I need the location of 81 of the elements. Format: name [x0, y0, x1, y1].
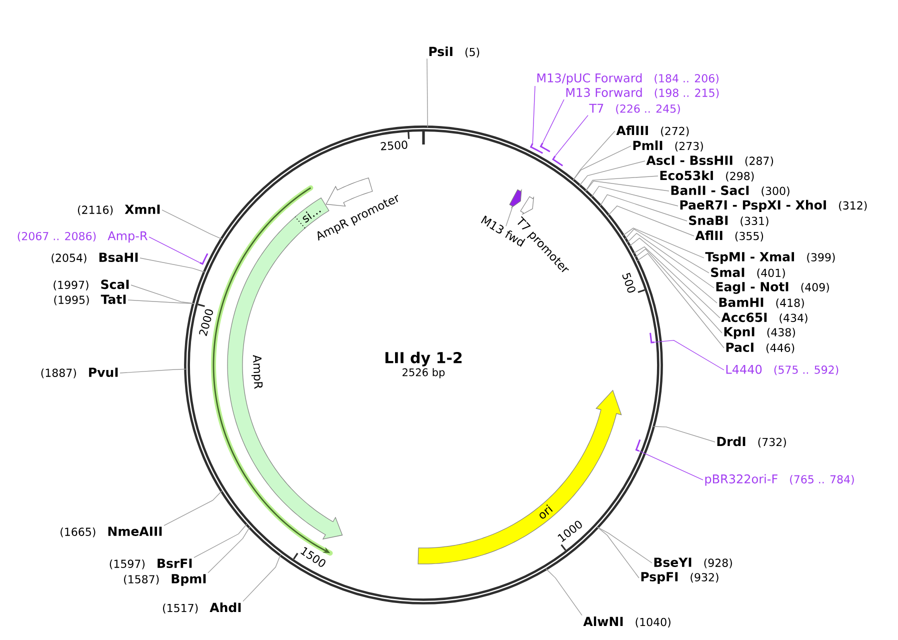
- leader-line: [600, 194, 688, 222]
- primer-site-mark: [552, 156, 564, 166]
- leader-line: [591, 186, 678, 206]
- site-label: BamHI (418): [719, 298, 804, 308]
- site-label: (1587) BpmI: [124, 574, 206, 586]
- site-label: KpnI (438): [724, 327, 795, 339]
- leader-line: [554, 114, 588, 156]
- site-label: (1665) NmeAIII: [60, 526, 162, 538]
- site-label: PsiI (5): [429, 46, 480, 58]
- site-label: (1995) TatI: [54, 294, 126, 306]
- leader-line: [194, 524, 248, 558]
- leader-line: [585, 176, 658, 192]
- site-label: PacI (446): [726, 342, 794, 354]
- leader-line: [585, 180, 670, 192]
- leader-line: [628, 238, 718, 304]
- site-label: AscI - BssHII (287): [646, 156, 774, 166]
- primer-site-mark: [530, 143, 544, 154]
- site-label: Eco53kI (298): [660, 170, 754, 182]
- leader-line: [636, 252, 724, 348]
- leader-line: [532, 86, 536, 144]
- site-label: (1597) BsrFI: [110, 558, 192, 570]
- primer-label: (2067 .. 2086) Amp-R: [18, 231, 148, 243]
- leader-line: [634, 248, 722, 334]
- site-label: BseYI (928): [654, 558, 732, 568]
- leader-line: [242, 554, 281, 602]
- primer-site-mark: [200, 253, 208, 265]
- leader-line: [162, 210, 222, 240]
- leader-line: [638, 450, 704, 480]
- site-label: TspMI - XmaI (399): [705, 252, 835, 264]
- site-label: (1517) AhdI: [163, 602, 241, 614]
- leader-line: [572, 146, 632, 181]
- leader-line: [596, 526, 652, 564]
- tick-label: 500: [622, 272, 636, 293]
- leader-line: [426, 58, 428, 128]
- leader-line: [542, 99, 564, 144]
- site-label: (1997) ScaI: [54, 280, 129, 290]
- leader-line: [632, 246, 720, 318]
- leader-line: [506, 207, 513, 227]
- primer-site-mark: [635, 439, 641, 452]
- leader-line: [608, 206, 694, 236]
- site-label: SmaI (401): [711, 268, 785, 278]
- primer-label: M13 Forward (198 .. 215): [566, 88, 719, 98]
- site-label: (1887) PvuI: [41, 368, 118, 378]
- leader-line: [572, 130, 616, 181]
- site-label: AlwNI (1040): [583, 616, 670, 628]
- leader-line: [654, 340, 724, 370]
- site-label: (2054) BsaHI: [52, 252, 138, 264]
- site-label: PaeR7I - PspXI - XhoI (312): [680, 200, 867, 212]
- site-label: SnaBI (331): [689, 216, 768, 226]
- primer-label: M13/pUC Forward (184 .. 206): [537, 73, 718, 85]
- site-label: PspFI (932): [641, 572, 718, 584]
- leader-line: [579, 160, 646, 186]
- leader-line: [626, 232, 714, 288]
- site-label: AflIII (272): [616, 126, 689, 136]
- leader-line: [546, 568, 582, 616]
- site-label: BanII - SacI (300): [671, 186, 790, 196]
- site-label: Acc65I (434): [721, 312, 808, 324]
- leader-line: [140, 258, 206, 272]
- primer-site-mark: [650, 332, 654, 344]
- primer-site-mark: [540, 142, 550, 152]
- site-label: EagI - NotI (409): [716, 282, 829, 294]
- leader-line: [164, 490, 222, 526]
- leader-line: [148, 236, 200, 263]
- site-label: DrdI (732): [717, 436, 786, 448]
- site-label: AflII (355): [695, 230, 764, 242]
- feature-marker: [509, 188, 522, 209]
- leader-line: [208, 526, 250, 574]
- leader-line: [130, 284, 194, 304]
- leader-line: [596, 526, 640, 578]
- tick-label: 2000: [199, 309, 213, 336]
- leader-line: [128, 300, 194, 304]
- site-label: (2116) XmnI: [78, 204, 160, 216]
- leader-line: [622, 228, 704, 258]
- leader-line: [652, 426, 716, 442]
- site-label: PmlI (273): [633, 140, 703, 152]
- leader-line: [120, 368, 186, 374]
- primer-label: pBR322ori-F (765 .. 784): [705, 474, 854, 486]
- tick-label: 2500: [380, 140, 408, 150]
- leader-line: [624, 228, 710, 274]
- primer-label: L4440 (575 .. 592): [726, 364, 838, 376]
- primer-label: T7 (226 .. 245): [589, 104, 680, 114]
